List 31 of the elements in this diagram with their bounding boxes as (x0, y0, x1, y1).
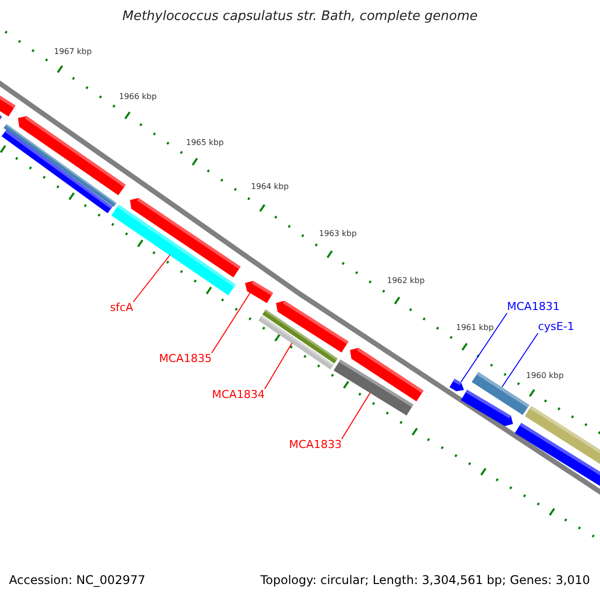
gene-feature-bar (514, 422, 600, 488)
tick-label: 1965 kbp (186, 138, 224, 148)
gene-feature-bar (460, 390, 513, 426)
gene-label: cysE-1 (538, 321, 574, 334)
gene-feature-bar (245, 280, 274, 304)
leader-line (460, 312, 508, 382)
leader-line (341, 392, 370, 440)
tick-label: 1962 kbp (387, 276, 425, 286)
leader-line (132, 254, 170, 302)
tick-label: 1967 kbp (54, 48, 92, 57)
gene-label: MCA1834 (212, 389, 265, 402)
gene-label: MCA1835 (159, 353, 212, 366)
tick-label: 1961 kbp (456, 324, 494, 333)
gene-feature-bar (450, 378, 464, 392)
footer-text: Accession: NC_002977 (9, 574, 146, 588)
leader-line (502, 332, 538, 388)
gene-label: sfcA (110, 302, 134, 314)
gene-feature-bar (2, 130, 112, 214)
title: Methylococcus capsulatus str. Bath, complete genome (121, 10, 479, 24)
tick-label: 1964 kbp (251, 183, 289, 192)
gene-feature-bar (130, 198, 241, 278)
tick-label: 1960 kbp (526, 372, 564, 381)
gene-label: MCA1833 (289, 439, 342, 452)
tick-label: 1966 kbp (119, 92, 157, 102)
gene-feature-bar (350, 348, 424, 402)
tick-label: 1963 kbp (319, 230, 357, 239)
footer-text: Topology: circular; Length: 3,304,561 bp; Genes: 3,010 (260, 574, 590, 588)
gene-label: MCA1831 (507, 301, 560, 314)
leader-line (211, 292, 250, 354)
leader-line (264, 342, 292, 390)
gene-feature-bar (276, 300, 348, 352)
